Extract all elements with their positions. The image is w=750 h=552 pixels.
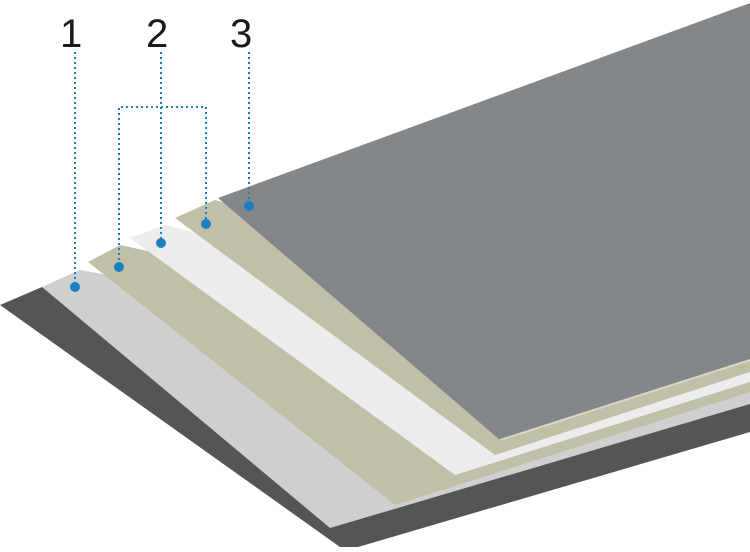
layer-edge-highlight (499, 359, 750, 441)
marker-dot-2c (201, 219, 211, 229)
marker-dot-3 (244, 201, 254, 211)
layer-3-sheet (218, 3, 750, 440)
marker-dot-1 (70, 282, 80, 292)
callout-number-2: 2 (146, 12, 169, 56)
marker-dot-2a (114, 262, 124, 272)
callout-number-3: 3 (230, 12, 253, 56)
marker-dot-2b (156, 238, 166, 248)
leader-bracket-2 (118, 106, 207, 265)
callout-number-1: 1 (60, 12, 83, 56)
